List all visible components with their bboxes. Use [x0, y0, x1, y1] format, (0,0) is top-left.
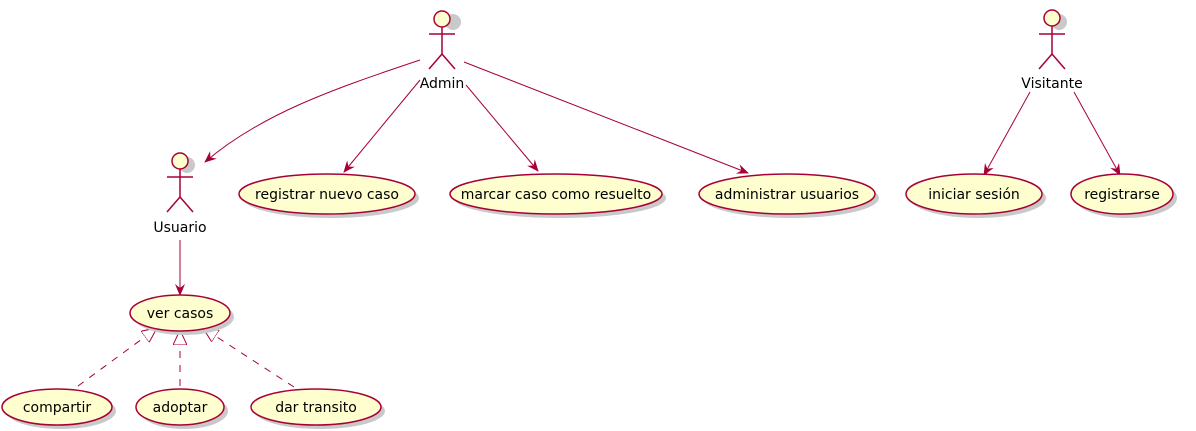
usecase-transito-label: dar transito [275, 400, 357, 416]
usecase-iniciar-label: iniciar sesión [928, 187, 1020, 203]
actor-head [1043, 9, 1061, 27]
actor-visitante: Visitante [1021, 9, 1083, 92]
actor-usuario-label: Usuario [153, 220, 206, 236]
usecase-marcar-label: marcar caso como resuelto [461, 187, 651, 203]
usecase-registrarse: registrarse [1070, 173, 1177, 218]
usecase-registrarse-label: registrarse [1084, 187, 1160, 203]
actor-admin-label: Admin [420, 76, 465, 92]
actor-admin: Admin [420, 10, 465, 92]
edge-visitante-registrarse [1073, 91, 1121, 176]
edge-admin-registrar [343, 79, 421, 173]
usecase-registrar-label: registrar nuevo caso [255, 187, 399, 203]
edge-admin-administrar [463, 61, 749, 174]
actor-usuario: Usuario [153, 152, 207, 236]
usecase-registrar: registrar nuevo caso [238, 173, 419, 218]
usecase-marcar: marcar caso como resuelto [449, 173, 666, 218]
actor-head [171, 152, 189, 170]
edge-visitante-iniciar [983, 91, 1031, 176]
usecase-ver: ver casos [129, 294, 234, 335]
usecase-compartir-label: compartir [23, 400, 92, 416]
edge-compartir-ver [77, 328, 157, 387]
usecase-iniciar: iniciar sesión [905, 173, 1046, 218]
usecase-transito: dar transito [250, 388, 385, 429]
usecase-adoptar: adoptar [135, 388, 228, 429]
usecase-compartir: compartir [1, 388, 116, 429]
usecase-adoptar-label: adoptar [153, 400, 208, 416]
usecase-administrar-label: administrar usuarios [715, 187, 859, 203]
edge-admin-usuario [204, 59, 421, 163]
edge-transito-ver [203, 328, 295, 388]
actor-head [433, 10, 451, 28]
usecase-administrar: administrar usuarios [698, 173, 879, 218]
edge-admin-marcar [465, 84, 539, 172]
actor-visitante-label: Visitante [1021, 76, 1082, 92]
usecase-ver-label: ver casos [147, 306, 214, 322]
